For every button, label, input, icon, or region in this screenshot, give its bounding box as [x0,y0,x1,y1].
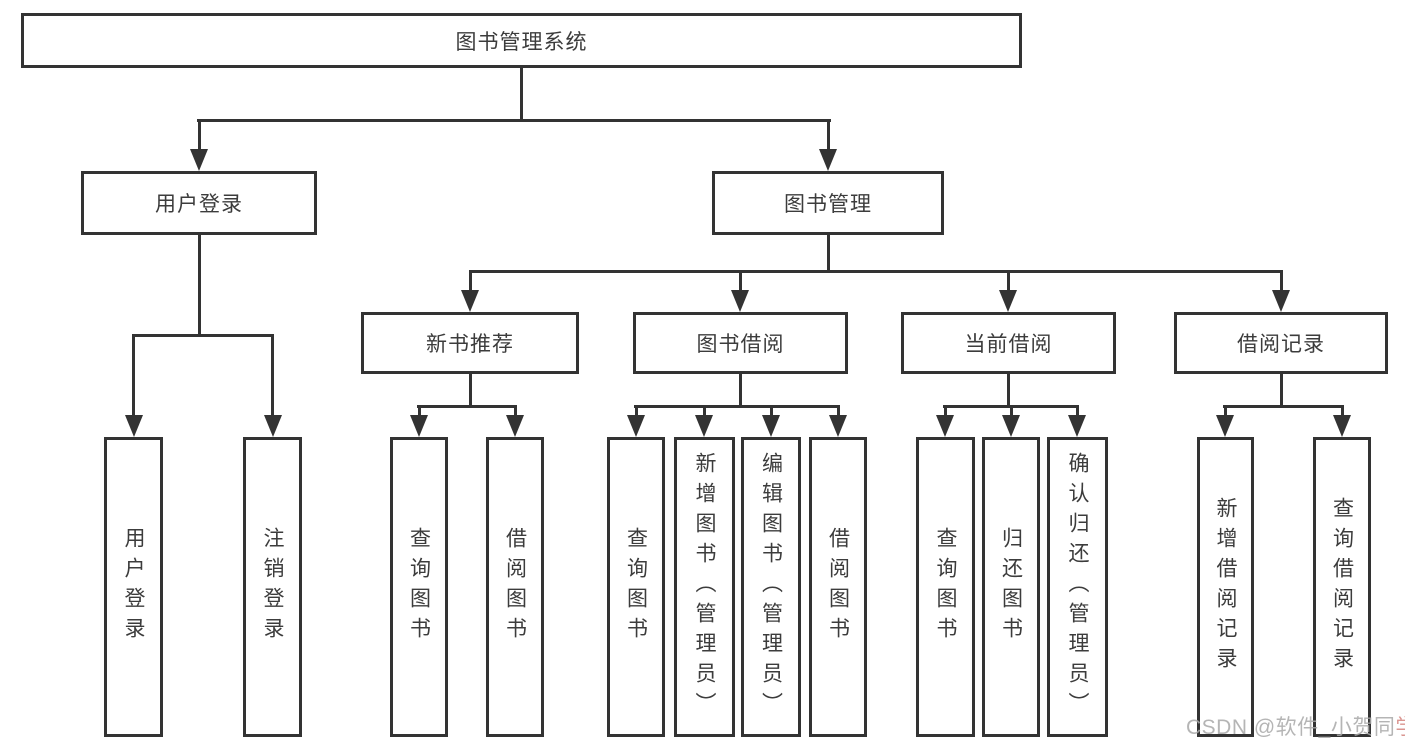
connector-rail [197,119,831,122]
leaf-query-books-current: 查询图书 [916,437,975,737]
csdn-watermark: CSDN @软件_小贺同学 [1186,714,1405,742]
watermark-accent: 学 [1395,716,1405,739]
arrowhead-icon [762,415,780,437]
connector-drop [1007,270,1010,292]
connector-rail [469,270,1282,273]
connector-drop [635,405,638,418]
arrowhead-icon [461,290,479,312]
connector-stem [520,68,523,120]
leaf-query-books-recommend: 查询图书 [390,437,448,737]
node-new-book-recommend: 新书推荐 [361,312,579,374]
leaf-add-borrow-record: 新增借阅记录 [1197,437,1254,737]
node-label: 新书推荐 [426,333,514,356]
arrowhead-icon [1002,415,1020,437]
arrowhead-icon [936,415,954,437]
leaf-label: 注销登录 [261,527,284,647]
connector-drop [1010,405,1013,418]
leaf-borrow-books-borrowing: 借阅图书 [809,437,867,737]
connector-rail [132,334,274,337]
leaf-label: 新增图书（管理员） [693,452,716,722]
leaf-label: 归还图书 [999,527,1023,647]
node-user-login: 用户登录 [81,171,317,235]
node-book-borrowing: 图书借阅 [633,312,848,374]
connector-drop [198,119,201,152]
watermark-text: CSDN @软件_小贺同 [1186,716,1396,739]
leaf-label: 借阅图书 [503,527,527,647]
leaf-query-borrow-record: 查询借阅记录 [1313,437,1371,737]
connector-drop [271,334,274,418]
arrowhead-icon [999,290,1017,312]
connector-drop [703,405,706,418]
leaf-label: 查询图书 [624,527,648,647]
leaf-label: 确认归还（管理员） [1066,452,1089,722]
node-label: 当前借阅 [964,333,1053,356]
leaf-return-book: 归还图书 [982,437,1040,737]
connector-drop [1341,405,1344,418]
connector-drop [944,405,947,418]
connector-stem [469,374,472,407]
arrowhead-icon [264,415,282,437]
leaf-label: 查询图书 [407,527,431,647]
node-book-management: 图书管理 [712,171,944,235]
leaf-confirm-return-admin: 确认归还（管理员） [1047,437,1108,737]
leaf-logout: 注销登录 [243,437,302,737]
arrowhead-icon [1068,415,1086,437]
connector-drop [827,119,830,152]
connector-drop [1224,405,1227,418]
leaf-label: 借阅图书 [826,527,850,647]
leaf-label: 用户登录 [122,527,145,647]
connector-drop [514,405,517,418]
leaf-borrow-books-recommend: 借阅图书 [486,437,544,737]
leaf-edit-book-admin: 编辑图书（管理员） [741,437,801,737]
connector-drop [770,405,773,418]
connector-drop [469,270,472,292]
connector-rail [634,405,840,408]
node-borrowing-records: 借阅记录 [1174,312,1388,374]
connector-drop [837,405,840,418]
arrowhead-icon [829,415,847,437]
connector-drop [418,405,421,418]
arrowhead-icon [410,415,428,437]
node-label: 用户登录 [155,193,243,216]
connector-stem [1280,374,1283,407]
node-library-system: 图书管理系统 [21,13,1022,68]
arrowhead-icon [695,415,713,437]
connector-rail [417,405,517,408]
leaf-label: 查询图书 [934,527,957,647]
leaf-label: 查询借阅记录 [1330,497,1354,677]
node-label: 图书借阅 [696,333,785,356]
connector-drop [132,334,135,418]
node-current-borrowing: 当前借阅 [901,312,1116,374]
arrowhead-icon [627,415,645,437]
arrowhead-icon [731,290,749,312]
arrowhead-icon [506,415,524,437]
node-label: 借阅记录 [1237,333,1325,356]
node-label: 图书管理系统 [455,30,588,54]
leaf-add-book-admin: 新增图书（管理员） [674,437,735,737]
connector-stem [1007,374,1010,407]
connector-drop [1280,270,1283,292]
leaf-label: 新增借阅记录 [1214,497,1237,677]
arrowhead-icon [125,415,143,437]
connector-stem [198,235,201,336]
connector-rail [1223,405,1344,408]
arrowhead-icon [1333,415,1351,437]
connector-stem [827,235,830,272]
arrowhead-icon [819,149,837,171]
connector-stem [739,374,742,407]
arrowhead-icon [190,149,208,171]
leaf-query-books-borrowing: 查询图书 [607,437,665,737]
leaf-label: 编辑图书（管理员） [759,452,783,722]
connector-drop [739,270,742,292]
connector-drop [1076,405,1079,418]
arrowhead-icon [1272,290,1290,312]
leaf-user-login: 用户登录 [104,437,163,737]
arrowhead-icon [1216,415,1234,437]
node-label: 图书管理 [784,193,872,216]
